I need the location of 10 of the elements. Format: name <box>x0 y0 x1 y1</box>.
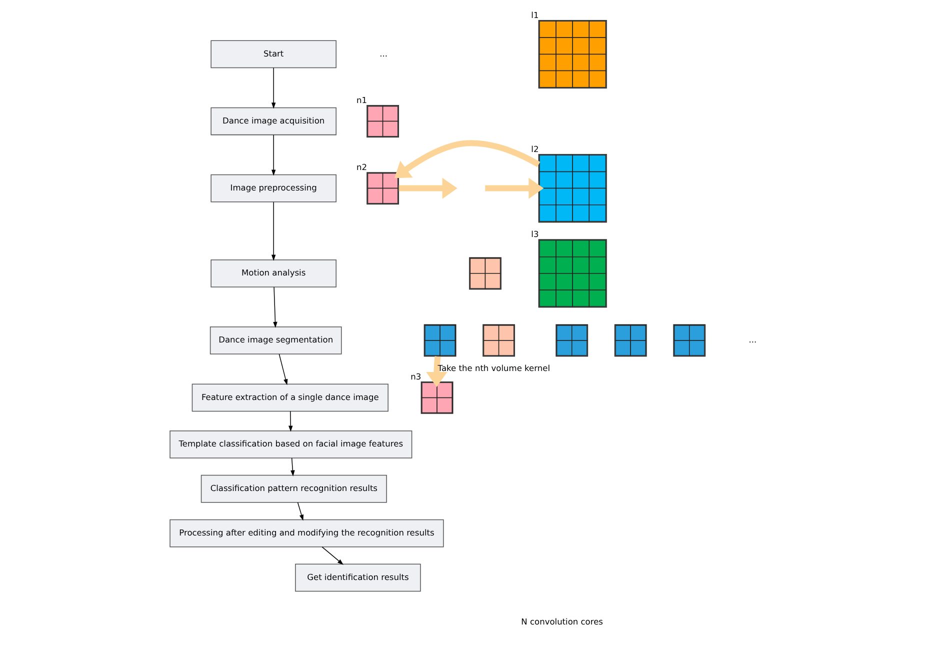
node-label: l2 <box>531 144 539 154</box>
node-label: l1 <box>531 10 539 20</box>
node-label: n2 <box>356 162 367 172</box>
node-label: n3 <box>410 371 422 382</box>
label: ... <box>380 48 388 58</box>
label: N convolution cores <box>521 616 603 626</box>
edge-label: Take the nth volume kernel <box>438 363 550 374</box>
node-label: n1 <box>356 95 367 106</box>
label: ... <box>748 334 757 345</box>
node-label: l3 <box>531 229 539 240</box>
